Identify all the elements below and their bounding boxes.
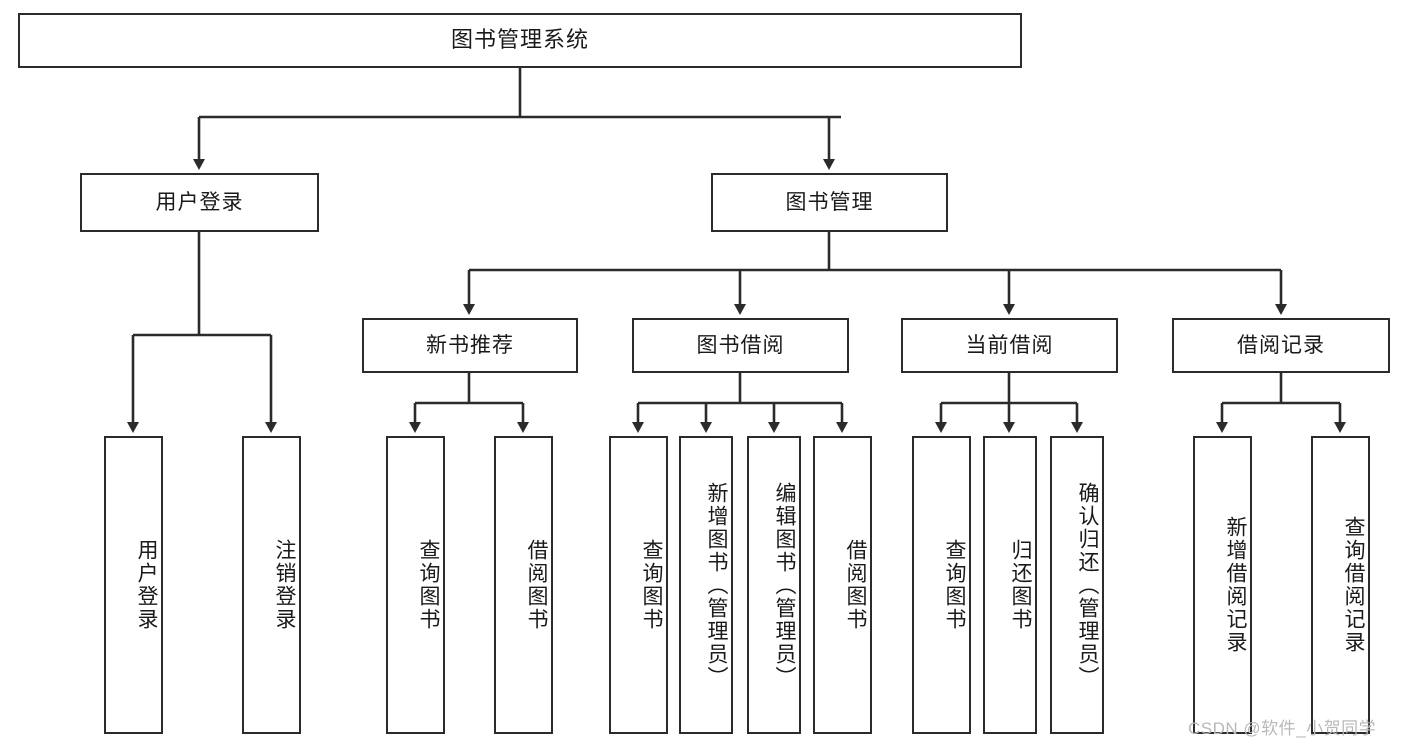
node-borrow-record[interactable]: 借阅记录 xyxy=(1172,318,1390,373)
leaf-add-borrow-record[interactable]: 新增借阅记录 xyxy=(1193,436,1252,734)
node-root-system[interactable]: 图书管理系统 xyxy=(18,13,1022,68)
node-current-borrow[interactable]: 当前借阅 xyxy=(901,318,1118,373)
node-label: 用户登录 xyxy=(135,539,158,631)
node-label: 查询图书 xyxy=(943,539,966,631)
leaf-borrow-book-recommend[interactable]: 借阅图书 xyxy=(494,436,553,734)
leaf-query-book-current[interactable]: 查询图书 xyxy=(912,436,971,734)
node-user-login[interactable]: 用户登录 xyxy=(80,173,319,232)
leaf-edit-book-admin[interactable]: 编辑图书（管理员） xyxy=(747,436,801,734)
leaf-query-borrow-record[interactable]: 查询借阅记录 xyxy=(1311,436,1370,734)
leaf-borrow-book[interactable]: 借阅图书 xyxy=(813,436,872,734)
node-label: 注销登录 xyxy=(273,539,296,631)
leaf-query-book-borrow[interactable]: 查询图书 xyxy=(609,436,668,734)
node-label: 当前借阅 xyxy=(965,333,1054,357)
node-label: 借阅图书 xyxy=(525,539,548,631)
leaf-user-login[interactable]: 用户登录 xyxy=(104,436,163,734)
node-label: 新增图书（管理员） xyxy=(705,481,728,689)
node-label: 借阅记录 xyxy=(1237,333,1325,357)
node-label: 确认归还（管理员） xyxy=(1076,481,1099,689)
node-new-book-recommend[interactable]: 新书推荐 xyxy=(362,318,578,373)
node-label: 图书管理系统 xyxy=(450,27,589,53)
node-label: 编辑图书（管理员） xyxy=(773,481,796,689)
node-book-management[interactable]: 图书管理 xyxy=(711,173,948,232)
leaf-add-book-admin[interactable]: 新增图书（管理员） xyxy=(679,436,733,734)
node-book-borrow[interactable]: 图书借阅 xyxy=(632,318,849,373)
node-label: 图书借阅 xyxy=(696,333,785,357)
node-label: 新增借阅记录 xyxy=(1224,516,1247,654)
leaf-logout-login[interactable]: 注销登录 xyxy=(242,436,301,734)
node-label: 查询图书 xyxy=(417,539,440,631)
node-label: 图书管理 xyxy=(785,190,874,214)
node-label: 查询图书 xyxy=(640,539,663,631)
watermark: CSDN @软件_小贺同学 xyxy=(1188,719,1377,738)
leaf-confirm-return-admin[interactable]: 确认归还（管理员） xyxy=(1050,436,1104,734)
leaf-query-book-recommend[interactable]: 查询图书 xyxy=(386,436,445,734)
node-label: 查询借阅记录 xyxy=(1342,516,1365,654)
node-label: 借阅图书 xyxy=(844,539,867,631)
node-label: 归还图书 xyxy=(1009,539,1032,631)
leaf-return-book[interactable]: 归还图书 xyxy=(983,436,1037,734)
node-label: 新书推荐 xyxy=(426,333,514,357)
node-label: 用户登录 xyxy=(155,190,244,214)
